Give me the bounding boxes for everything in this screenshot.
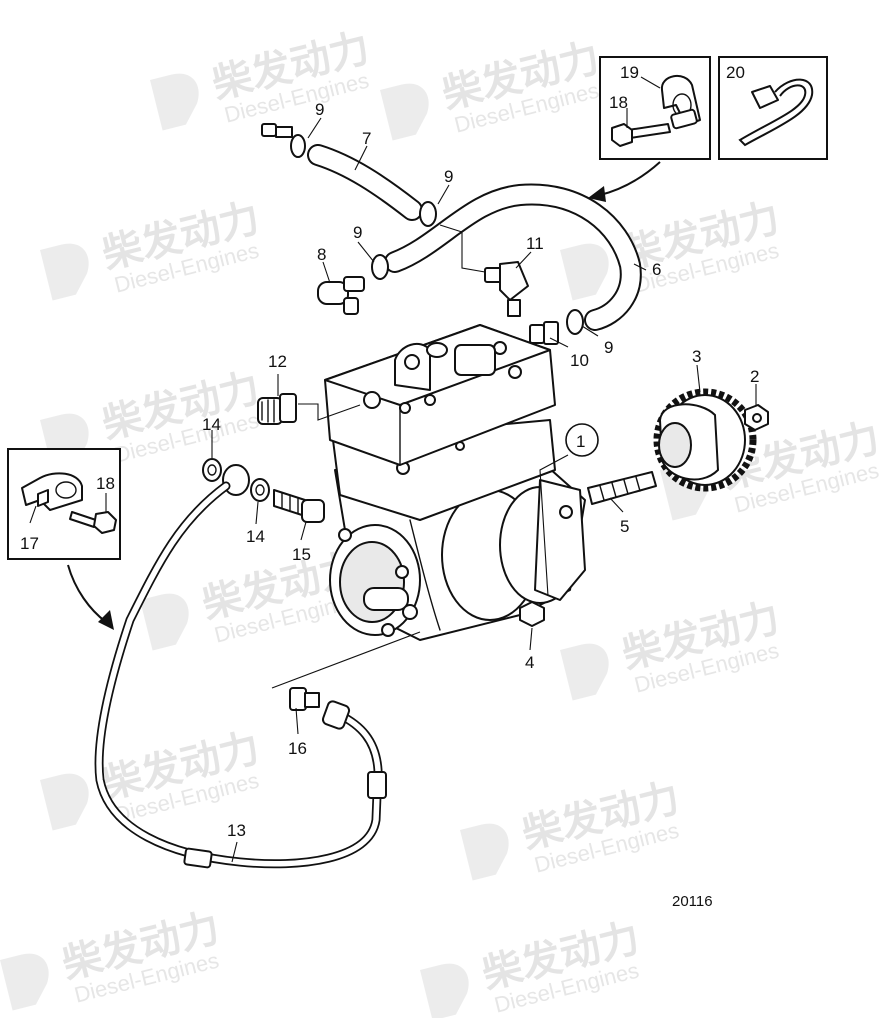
- part-fitting-top-left: [261, 123, 293, 138]
- part-12-union: [257, 393, 297, 425]
- callout-6: 6: [652, 260, 661, 279]
- part-4-nut: [519, 601, 545, 627]
- callout-14: 14: [202, 415, 221, 434]
- watermark-logo-icon: [560, 243, 609, 301]
- callout-9: 9: [315, 100, 324, 119]
- callout-1-circle: [565, 423, 599, 457]
- part-9-clamp: [371, 254, 389, 280]
- watermark-logo-icon: [150, 73, 199, 131]
- callout-18: 18: [609, 93, 628, 112]
- callout-20: 20: [726, 63, 745, 82]
- callout-11: 11: [526, 234, 544, 253]
- arrow-inset-to-hose: [588, 161, 661, 202]
- watermark-logo-icon: [560, 643, 609, 701]
- leader-lines: [29, 76, 757, 863]
- part-15-banjo-bolt: [273, 489, 325, 523]
- watermark-tile: 柴发动力 Diesel-Engines: [380, 35, 604, 141]
- callout-9: 9: [604, 338, 613, 357]
- callout-16: 16: [288, 739, 307, 758]
- callout-5: 5: [620, 517, 629, 536]
- callout-14: 14: [246, 527, 265, 546]
- part-14-washer: [202, 458, 222, 482]
- callout-17: 17: [20, 534, 39, 553]
- watermark-tile: 柴发动力 Diesel-Engines: [420, 915, 644, 1018]
- part-9-clamp: [419, 201, 437, 227]
- callout-7: 7: [362, 129, 371, 148]
- watermark-logo-icon: [0, 953, 49, 1011]
- watermark-tile: 柴发动力 Diesel-Engines: [560, 595, 784, 701]
- callout-15: 15: [292, 545, 311, 564]
- part-14-washer: [250, 478, 270, 502]
- watermark-logo-icon: [460, 823, 509, 881]
- part-9-clamp: [566, 309, 584, 335]
- arrow-inset-to-pipe: [67, 564, 114, 630]
- watermark-logo-icon: [40, 773, 89, 831]
- callout-19: 19: [620, 63, 639, 82]
- callout-4: 4: [525, 653, 534, 672]
- leader-16-dash: [271, 631, 421, 689]
- part-1-air-compressor: [324, 324, 586, 641]
- callout-13: 13: [227, 821, 246, 840]
- leader-12-dash: [298, 403, 361, 421]
- inset-box-clamp-17: [7, 448, 121, 560]
- watermark-tile: 柴发动力 Diesel-Engines: [40, 195, 264, 301]
- watermark-tile: 柴发动力 Diesel-Engines: [460, 775, 684, 881]
- part-13-pipe: [94, 481, 387, 869]
- inset-box-cable-tie-20: [718, 56, 828, 160]
- part-9-clamp: [290, 134, 306, 158]
- watermark-tile: 柴发动力 Diesel-Engines: [0, 905, 224, 1011]
- inset-box-clamp-19: [599, 56, 711, 160]
- part-11-elbow-fitting: [484, 261, 529, 317]
- part-8-fitting: [317, 276, 365, 315]
- watermark-tile: 柴发动力 Diesel-Engines: [150, 25, 374, 131]
- part-7-hose: [307, 144, 423, 221]
- callout-labels: 1 2 3 4 5 6 7 8 9 9 9 9 10 11 12 13 14 1…: [20, 63, 759, 910]
- leader-11-dash: [439, 224, 486, 273]
- callout-3: 3: [692, 347, 701, 366]
- drawing-number: 20116: [672, 893, 713, 910]
- watermark-logo-icon: [380, 83, 429, 141]
- part-10-fitting: [529, 321, 559, 345]
- callout-12: 12: [268, 352, 287, 371]
- part-3-drive-gear: [653, 388, 757, 492]
- part-2-nut: [744, 404, 769, 431]
- callout-9: 9: [353, 223, 362, 242]
- callout-1: 1: [576, 432, 585, 451]
- watermark-logo-icon: [40, 243, 89, 301]
- callout-8: 8: [317, 245, 326, 264]
- callout-2: 2: [750, 367, 759, 386]
- part-5-stud: [587, 471, 657, 505]
- part-16-fitting: [289, 687, 351, 730]
- watermark-logo-icon: [420, 963, 469, 1018]
- watermark-logo-icon: [140, 593, 189, 651]
- callout-18: 18: [96, 474, 115, 493]
- callout-9: 9: [444, 167, 453, 186]
- callout-10: 10: [570, 351, 589, 370]
